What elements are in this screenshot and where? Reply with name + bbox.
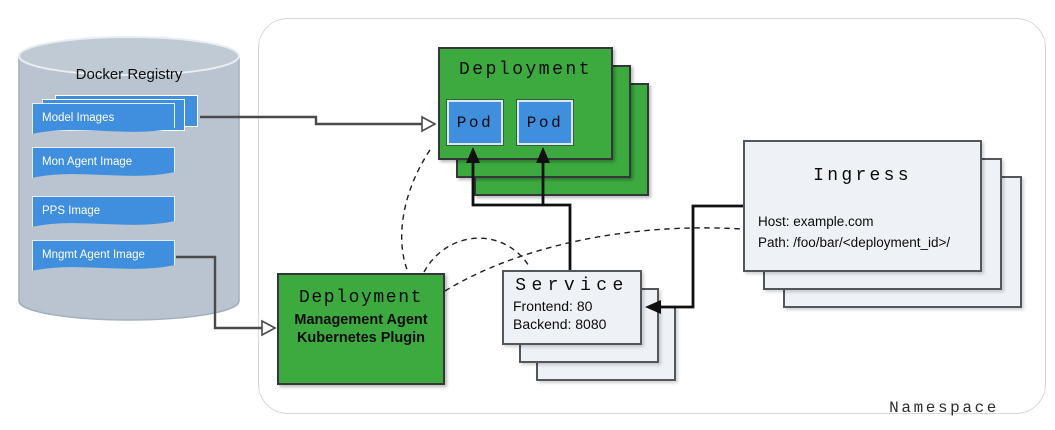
management-deployment-box: Deployment Management Agent Kubernetes P…: [277, 273, 445, 385]
service-backend-port: Backend: 8080: [513, 316, 607, 333]
registry-image-label: Mon Agent Image: [42, 156, 133, 168]
docker-registry-title: Docker Registry: [75, 66, 183, 83]
pod-1: Pod: [447, 100, 503, 145]
service-title: Service: [515, 276, 629, 296]
deployment-title: Deployment: [458, 60, 593, 80]
kubernetes-plugin-label: Kubernetes Plugin: [296, 330, 426, 347]
registry-image-label: Mngmt Agent Image: [42, 249, 145, 261]
pod-label: Pod: [456, 113, 494, 132]
management-deployment-title: Deployment: [298, 288, 424, 308]
ingress-title: Ingress: [813, 166, 912, 186]
registry-image-label: PPS Image: [42, 205, 101, 217]
pod-label: Pod: [526, 113, 564, 132]
pod-2: Pod: [517, 100, 573, 145]
service-box-front: Service Frontend: 80 Backend: 8080: [502, 270, 642, 345]
management-agent-label: Management Agent: [294, 312, 428, 328]
cylinder-top: [18, 36, 240, 76]
service-frontend-port: Frontend: 80: [513, 298, 593, 314]
namespace-label: Namespace: [889, 399, 999, 417]
ingress-box-front: Ingress Host: example.com Path: /foo/bar…: [743, 140, 982, 272]
registry-image-label: Model Images: [42, 112, 115, 124]
deployment-box-front: Deployment Pod Pod: [438, 47, 613, 160]
ingress-path: Path: /foo/bar/<deployment_id>/: [758, 234, 951, 250]
ingress-host: Host: example.com: [758, 214, 874, 229]
